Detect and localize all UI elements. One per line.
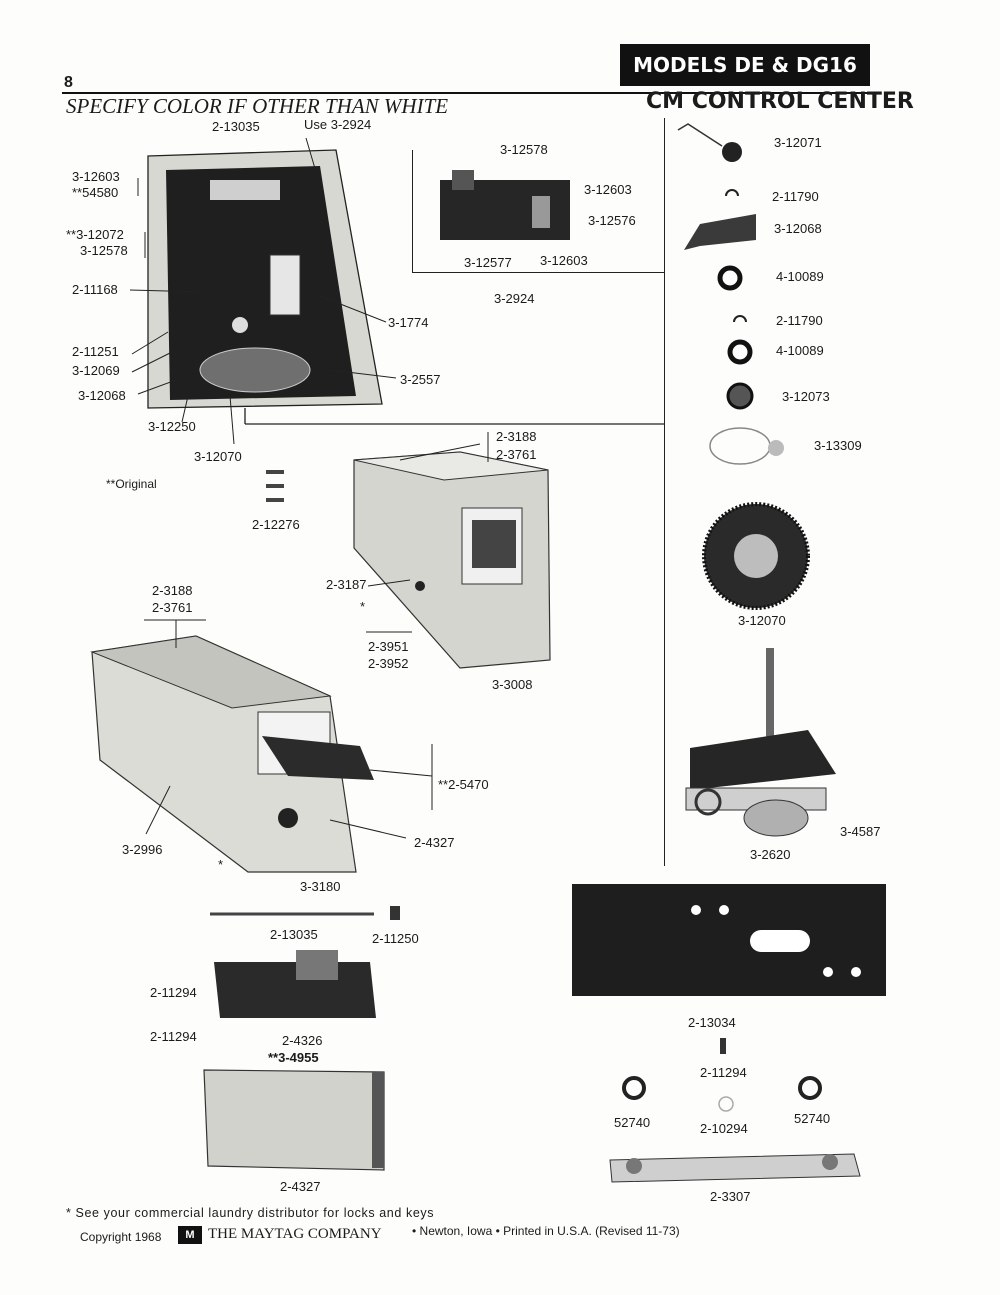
label-3-12603-left: 3-12603: [72, 169, 120, 184]
label-2-11790-b: 2-11790: [776, 313, 823, 328]
specify-color-note: SPECIFY COLOR IF OTHER THAN WHITE: [66, 94, 449, 118]
timer-3-4587: [690, 730, 836, 790]
label-3-4955: **3-4955: [268, 1050, 319, 1065]
label-4-10089-b: 4-10089: [776, 343, 824, 358]
models-banner: MODELS DE & DG16: [620, 44, 870, 86]
timer-shaft: [766, 648, 774, 738]
clip-2-11250: [390, 906, 400, 920]
label-3-12068-right: 3-12068: [774, 221, 822, 236]
label-3-2924: 3-2924: [494, 291, 535, 306]
mounting-plate: [210, 180, 280, 200]
label-3-12069: 3-12069: [72, 363, 120, 378]
label-3-12577: 3-12577: [464, 255, 512, 270]
label-asterisk-console: *: [218, 857, 224, 872]
label-2-13035-bottom: 2-13035: [270, 927, 318, 942]
lock-hole: [415, 581, 425, 591]
coin-slide-2-5470: [262, 736, 374, 780]
page-number: 8: [64, 74, 73, 91]
label-2-11294-b: 2-11294: [150, 1029, 197, 1044]
label-2-3188-console: 2-3188: [152, 583, 193, 598]
label-2-3761-mid: 2-3761: [496, 447, 537, 462]
label-3-1774: 3-1774: [388, 315, 429, 330]
label-2-5470: **2-5470: [438, 777, 489, 792]
label-2-3307: 2-3307: [710, 1189, 751, 1204]
control-center-photo: [166, 166, 356, 400]
maytag-logo-icon: M: [178, 1226, 202, 1244]
label-3-12578-switch: 3-12578: [500, 142, 548, 157]
label-3-12068-left: 3-12068: [78, 388, 126, 403]
label-2-3951: 2-3951: [368, 639, 409, 654]
label-2-13035-top: 2-13035: [212, 119, 260, 134]
locks-note: * See your commercial laundry distributo…: [66, 1206, 435, 1220]
label-2-11294-c: 2-11294: [700, 1065, 747, 1080]
label-2-4327-bottom: 2-4327: [280, 1179, 321, 1194]
label-3-12576: 3-12576: [588, 213, 636, 228]
nut-52740-left: [622, 1076, 646, 1100]
label-3-2620: 3-2620: [750, 847, 791, 862]
label-3-3008: 3-3008: [492, 677, 533, 692]
cam-3-12073: [726, 382, 754, 410]
coin-mechanism-2-4326: [214, 962, 376, 1018]
right-column-frame: [664, 118, 875, 866]
label-2-3761-console: 2-3761: [152, 600, 193, 615]
bracket-2-3307: [609, 1153, 861, 1183]
label-3-12072: **3-12072: [66, 227, 124, 242]
label-2-11168: 2-11168: [72, 282, 118, 297]
washer-4-10089-b: [727, 339, 753, 365]
label-3-12071: 3-12071: [774, 135, 822, 150]
label-54580: **54580: [72, 185, 119, 200]
label-2-4326: 2-4326: [282, 1033, 323, 1048]
label-2-3952: 2-3952: [368, 656, 409, 671]
label-2-11251: 2-11251: [72, 344, 119, 359]
label-3-12578-left: 3-12578: [80, 243, 128, 258]
nut-52740-right: [798, 1076, 822, 1100]
mounting-plate-2-13034: [572, 884, 886, 996]
label-2-11790: 2-11790: [772, 189, 819, 204]
washer-2-10294: [718, 1096, 734, 1112]
label-use-3-2924: Use 3-2924: [304, 117, 372, 132]
label-2-12276: 2-12276: [252, 517, 300, 532]
label-4-10089: 4-10089: [776, 269, 824, 284]
copyright: Copyright 1968: [80, 1230, 162, 1244]
label-2-11250: 2-11250: [372, 931, 419, 946]
spring-3-12071: [722, 142, 742, 162]
label-3-12073: 3-12073: [782, 389, 830, 404]
label-2-3187: 2-3187: [326, 577, 367, 592]
console-lock: [278, 808, 298, 828]
label-3-12070-right: 3-12070: [738, 613, 786, 628]
timer-gear: [199, 347, 311, 393]
label-3-3180: 3-3180: [300, 879, 341, 894]
company-name: THE MAYTAG COMPANY: [208, 1226, 382, 1242]
label-3-2557: 3-2557: [400, 372, 441, 387]
label-3-12603-switch: 3-12603: [584, 182, 632, 197]
label-2-3188-mid: 2-3188: [496, 429, 537, 444]
bracket-3-12068: [684, 214, 756, 250]
label-2-4327-console: 2-4327: [414, 835, 455, 850]
label-52740-right: 52740: [794, 1111, 831, 1126]
label-3-2996: 3-2996: [122, 842, 163, 857]
location-note: • Newton, Iowa • Printed in U.S.A. (Revi…: [412, 1224, 680, 1238]
switch-block: [269, 254, 301, 316]
coin-box-2-4327: [203, 1069, 385, 1171]
label-2-11294-a: 2-11294: [150, 985, 197, 1000]
label-asterisk-mid: *: [360, 599, 366, 614]
label-3-13309: 3-13309: [814, 438, 862, 453]
label-2-13034: 2-13034: [688, 1015, 736, 1030]
motor-3-2620: [743, 799, 809, 837]
lever-3-13309: [709, 427, 771, 465]
switch-assembly-frame: [412, 150, 665, 273]
header-rule: [62, 92, 870, 94]
label-3-12603-switch-b: 3-12603: [540, 253, 588, 268]
section-title: CM CONTROL CENTER: [646, 89, 914, 114]
label-52740-left: 52740: [614, 1115, 651, 1130]
label-3-12070-left: 3-12070: [194, 449, 242, 464]
shaft-nut: [232, 317, 248, 333]
washer-4-10089: [717, 265, 743, 291]
label-3-4587: 3-4587: [840, 824, 881, 839]
label-2-10294: 2-10294: [700, 1121, 748, 1136]
label-3-12250: 3-12250: [148, 419, 196, 434]
label-original-note: **Original: [106, 477, 157, 491]
